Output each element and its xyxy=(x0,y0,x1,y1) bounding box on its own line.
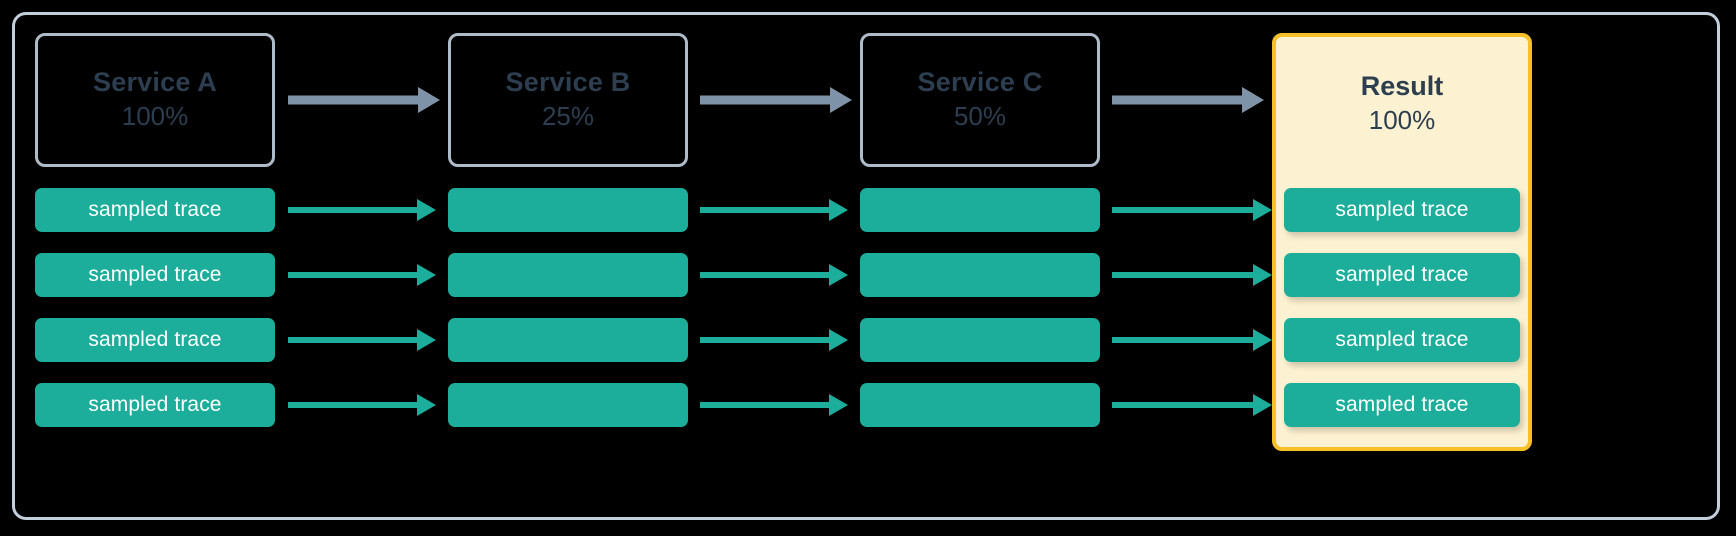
arrow-head-icon xyxy=(1253,329,1272,351)
service-box-c: Service C 50% xyxy=(860,33,1100,167)
arrow-head-icon xyxy=(829,394,848,416)
trace-label: sampled trace xyxy=(88,393,222,416)
trace-label: sampled trace xyxy=(88,198,222,221)
arrow-shaft xyxy=(1112,95,1244,105)
trace-bar-b-4 xyxy=(448,383,688,427)
arrow-shaft xyxy=(1112,207,1255,213)
arrow-shaft xyxy=(288,337,419,343)
service-a-percent: 100% xyxy=(121,101,189,132)
trace-bar-b-3 xyxy=(448,318,688,362)
result-title: Result xyxy=(1360,71,1444,102)
arrow-head-icon xyxy=(1242,87,1264,113)
trace-bar-result-4: sampled trace xyxy=(1284,383,1520,427)
trace-bar-a-2: sampled trace xyxy=(35,253,275,297)
trace-bar-c-1 xyxy=(860,188,1100,232)
trace-label: sampled trace xyxy=(1335,198,1469,221)
trace-bar-result-2: sampled trace xyxy=(1284,253,1520,297)
trace-label: sampled trace xyxy=(1335,393,1469,416)
service-a-title: Service A xyxy=(93,67,217,98)
result-percent: 100% xyxy=(1368,105,1436,136)
diagram-outer-frame xyxy=(12,12,1720,520)
arrow-head-icon xyxy=(830,87,852,113)
trace-bar-a-3: sampled trace xyxy=(35,318,275,362)
arrow-head-icon xyxy=(417,329,436,351)
trace-bar-b-2 xyxy=(448,253,688,297)
arrow-shaft xyxy=(288,207,419,213)
arrow-shaft xyxy=(1112,272,1255,278)
trace-label: sampled trace xyxy=(1335,263,1469,286)
arrow-head-icon xyxy=(829,264,848,286)
result-box: Result 100% xyxy=(1272,33,1532,451)
arrow-head-icon xyxy=(1253,394,1272,416)
trace-bar-result-1: sampled trace xyxy=(1284,188,1520,232)
arrow-shaft xyxy=(700,207,831,213)
arrow-head-icon xyxy=(417,264,436,286)
service-b-title: Service B xyxy=(505,67,631,98)
trace-label: sampled trace xyxy=(88,328,222,351)
trace-bar-b-1 xyxy=(448,188,688,232)
service-box-b: Service B 25% xyxy=(448,33,688,167)
arrow-shaft xyxy=(700,337,831,343)
trace-label: sampled trace xyxy=(88,263,222,286)
arrow-shaft xyxy=(1112,337,1255,343)
arrow-head-icon xyxy=(418,87,440,113)
arrow-shaft xyxy=(288,402,419,408)
trace-bar-c-4 xyxy=(860,383,1100,427)
arrow-shaft xyxy=(1112,402,1255,408)
service-c-title: Service C xyxy=(917,67,1043,98)
trace-bar-a-4: sampled trace xyxy=(35,383,275,427)
arrow-head-icon xyxy=(829,329,848,351)
arrow-head-icon xyxy=(417,199,436,221)
trace-bar-a-1: sampled trace xyxy=(35,188,275,232)
arrow-head-icon xyxy=(829,199,848,221)
arrow-shaft xyxy=(288,95,420,105)
arrow-shaft xyxy=(700,272,831,278)
arrow-head-icon xyxy=(1253,264,1272,286)
trace-bar-c-2 xyxy=(860,253,1100,297)
trace-label: sampled trace xyxy=(1335,328,1469,351)
arrow-shaft xyxy=(288,272,419,278)
service-box-a: Service A 100% xyxy=(35,33,275,167)
service-b-percent: 25% xyxy=(541,101,595,132)
arrow-head-icon xyxy=(1253,199,1272,221)
service-c-percent: 50% xyxy=(953,101,1007,132)
result-header: Result 100% xyxy=(1276,37,1528,171)
arrow-shaft xyxy=(700,95,832,105)
trace-bar-c-3 xyxy=(860,318,1100,362)
arrow-head-icon xyxy=(417,394,436,416)
arrow-shaft xyxy=(700,402,831,408)
trace-bar-result-3: sampled trace xyxy=(1284,318,1520,362)
